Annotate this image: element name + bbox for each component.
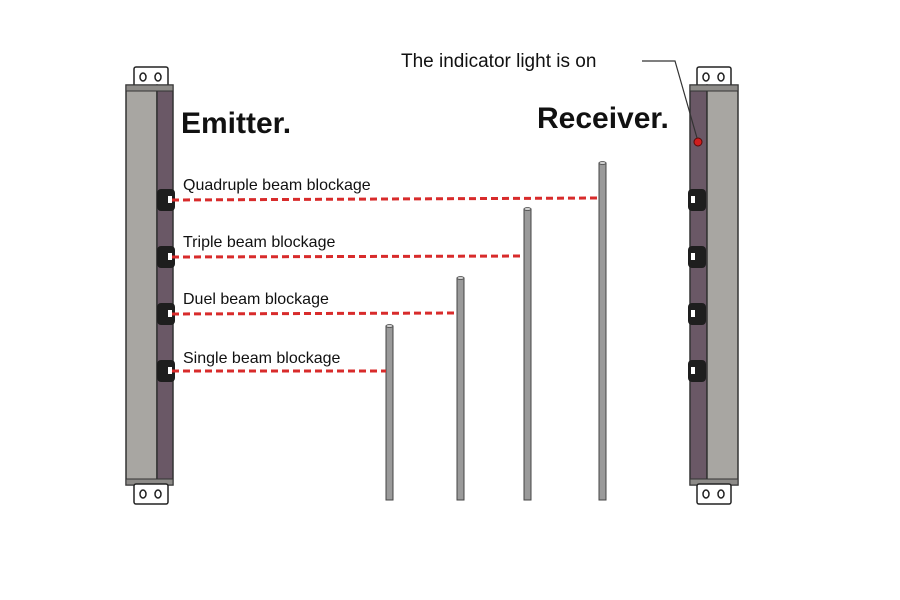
beam-label-single: Single beam blockage <box>183 350 341 367</box>
receiver-top-bracket <box>696 66 732 88</box>
beam-line-double <box>171 311 458 316</box>
emitter-lens-4 <box>157 360 175 382</box>
beam-label-double: Duel beam blockage <box>183 291 329 308</box>
receiver-lens-2 <box>688 246 706 268</box>
receiver-lens-4 <box>688 360 706 382</box>
receiver-lens-1 <box>688 189 706 211</box>
receiver-lens-3 <box>688 303 706 325</box>
pole-double <box>456 276 465 501</box>
emitter-housing <box>125 84 158 486</box>
indicator-led <box>693 137 703 147</box>
receiver-bottom-bracket <box>696 483 732 505</box>
pole-single <box>385 324 394 501</box>
indicator-callout-text: The indicator light is on <box>401 51 596 72</box>
emitter-top-bracket <box>133 66 169 88</box>
receiver-title: Receiver. <box>537 102 669 135</box>
emitter-bottom-bracket <box>133 483 169 505</box>
beam-label-triple: Triple beam blockage <box>183 234 335 251</box>
receiver-housing <box>706 84 739 486</box>
emitter-lens-3 <box>157 303 175 325</box>
emitter-lens-strip <box>156 84 174 486</box>
emitter-unit <box>125 66 175 505</box>
indicator-callout-leader <box>642 60 698 139</box>
receiver-unit <box>688 66 739 505</box>
pole-triple <box>523 207 532 501</box>
beam-line-triple <box>171 254 525 259</box>
beam-line-quadruple <box>171 196 600 202</box>
emitter-title: Emitter. <box>181 107 291 140</box>
beam-lines <box>171 196 600 373</box>
emitter-lens-1 <box>157 189 175 211</box>
emitter-lens-2 <box>157 246 175 268</box>
pole-quadruple <box>598 161 607 501</box>
beam-label-quadruple: Quadruple beam blockage <box>183 177 371 194</box>
